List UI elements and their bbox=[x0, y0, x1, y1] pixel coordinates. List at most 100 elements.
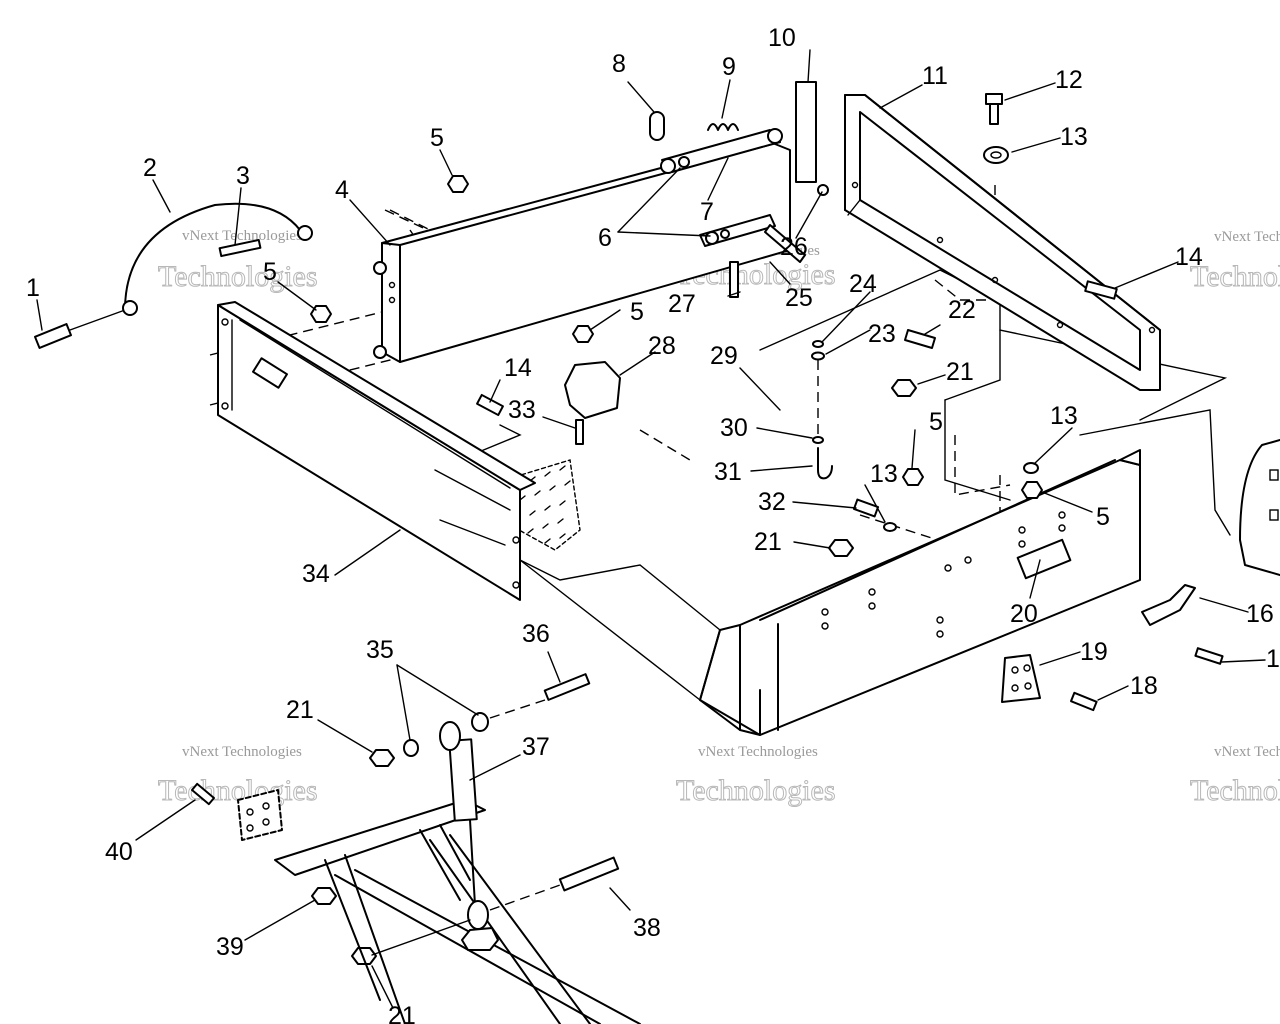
callout-labels: 1 2 3 4 5 5 5 5 5 6 7 8 9 10 11 12 13 13… bbox=[26, 24, 1280, 1024]
front-panel-top-line bbox=[759, 459, 1116, 621]
callout-38: 38 bbox=[633, 914, 661, 942]
watermark-top-right: vNext Technologies Technologies bbox=[1190, 229, 1280, 294]
screw-27 bbox=[729, 261, 739, 298]
callout-23: 23 bbox=[868, 320, 896, 348]
washer-13 bbox=[1023, 462, 1039, 474]
washer-24 bbox=[812, 340, 824, 348]
callout-24: 24 bbox=[849, 270, 877, 298]
callout-22: 22 bbox=[948, 296, 976, 324]
nut-5 bbox=[902, 468, 924, 486]
dashed-line bbox=[934, 279, 1000, 301]
bushing-35 bbox=[471, 712, 489, 732]
callout-25: 25 bbox=[785, 284, 813, 312]
bolt-1 bbox=[33, 309, 126, 349]
callout-21: 21 bbox=[286, 696, 314, 724]
bolt-14 bbox=[1084, 280, 1118, 300]
screw-3 bbox=[218, 238, 262, 258]
bolt-36 bbox=[543, 673, 591, 701]
dashed-line bbox=[859, 514, 1001, 561]
left-rail-slot bbox=[252, 357, 288, 389]
bolt-17 bbox=[1194, 647, 1224, 665]
callout-1: 1 bbox=[26, 274, 40, 302]
shock-eye-bottom bbox=[467, 900, 489, 930]
nut-21 bbox=[369, 749, 395, 767]
watermark-text: vNext Technologies bbox=[182, 228, 302, 244]
callout-8: 8 bbox=[612, 50, 626, 78]
callout-4: 4 bbox=[335, 176, 349, 204]
washer-30 bbox=[812, 436, 824, 444]
watermark-outline: Technologies bbox=[1190, 260, 1280, 293]
callout-36: 36 bbox=[522, 620, 550, 648]
nut-39 bbox=[311, 887, 337, 905]
bracket-16 bbox=[1141, 584, 1196, 626]
watermark-top-left: vNext Technologies Technologies bbox=[158, 228, 319, 294]
callout-32: 32 bbox=[758, 488, 786, 516]
callout-18: 18 bbox=[1130, 672, 1158, 700]
callout-21: 21 bbox=[946, 358, 974, 386]
nut-5 bbox=[572, 325, 594, 343]
latch-28 bbox=[564, 361, 621, 419]
front-panel-holes bbox=[821, 511, 1066, 638]
bolt-38 bbox=[558, 856, 620, 892]
callout-6: 6 bbox=[598, 224, 612, 252]
callout-27: 27 bbox=[668, 290, 696, 318]
tailgate-frame bbox=[844, 94, 1161, 391]
watermark-outline: Technologies bbox=[676, 774, 836, 807]
watermark-outline: Technologies bbox=[158, 260, 318, 293]
pad-10 bbox=[795, 81, 817, 183]
callout-13: 13 bbox=[1060, 123, 1088, 151]
nut-21 bbox=[351, 947, 377, 965]
leader-lines bbox=[36, 49, 1266, 1009]
callout-2: 2 bbox=[143, 154, 157, 182]
cargo-box-body bbox=[209, 185, 1228, 631]
support-cable bbox=[124, 202, 301, 311]
callout-11: 11 bbox=[922, 62, 948, 90]
callout-5: 5 bbox=[430, 124, 444, 152]
spring-9 bbox=[707, 123, 739, 131]
rod-25 bbox=[764, 224, 806, 263]
plate-22 bbox=[904, 329, 936, 349]
plate-40 bbox=[237, 789, 283, 841]
bolt-18 bbox=[1070, 691, 1098, 712]
floor-right-step bbox=[944, 329, 1001, 401]
callout-30: 30 bbox=[720, 414, 748, 442]
bolt-32 bbox=[852, 498, 880, 518]
callout-10: 10 bbox=[768, 24, 796, 52]
callout-33: 33 bbox=[508, 396, 536, 424]
hook-31 bbox=[817, 447, 833, 480]
callout-34: 34 bbox=[302, 560, 330, 588]
nut-5 bbox=[1021, 481, 1043, 499]
callout-31: 31 bbox=[714, 458, 742, 486]
screw-40 bbox=[191, 782, 215, 806]
shock-37 bbox=[448, 738, 478, 822]
bushing-35 bbox=[403, 739, 419, 757]
hardware-parts bbox=[33, 81, 1224, 965]
callout-28: 28 bbox=[648, 332, 676, 360]
floor-bottom-edge bbox=[519, 559, 721, 631]
callout-21: 21 bbox=[754, 528, 782, 556]
watermark-bottom-right: vNext Technologies Technologies bbox=[1190, 744, 1280, 808]
nut-21 bbox=[891, 379, 917, 397]
front-panel-top-edge bbox=[1119, 449, 1141, 466]
callout-5: 5 bbox=[1096, 503, 1110, 531]
front-panel-lower-edge bbox=[699, 629, 761, 736]
shock-eye-top bbox=[439, 721, 461, 751]
washer-13 bbox=[983, 146, 1009, 164]
bolt-12 bbox=[985, 93, 1003, 125]
callout-9: 9 bbox=[722, 53, 736, 81]
callout-26: 26 bbox=[780, 233, 808, 261]
floor-right-lower bbox=[944, 399, 1011, 501]
callout-13: 13 bbox=[1050, 402, 1078, 430]
shock-assembly bbox=[191, 673, 641, 1024]
screw-26 bbox=[817, 184, 829, 196]
front-panel-face bbox=[739, 459, 1141, 736]
nut-5 bbox=[447, 175, 469, 193]
front-panel-slot bbox=[1016, 538, 1072, 580]
front-panel bbox=[519, 449, 1141, 736]
dashed-line bbox=[639, 429, 691, 461]
dashed-line bbox=[954, 435, 1011, 496]
callout-5: 5 bbox=[630, 298, 644, 326]
callout-5: 5 bbox=[929, 408, 943, 436]
watermark-bottom-left: vNext Technologies Technologies bbox=[158, 744, 319, 808]
